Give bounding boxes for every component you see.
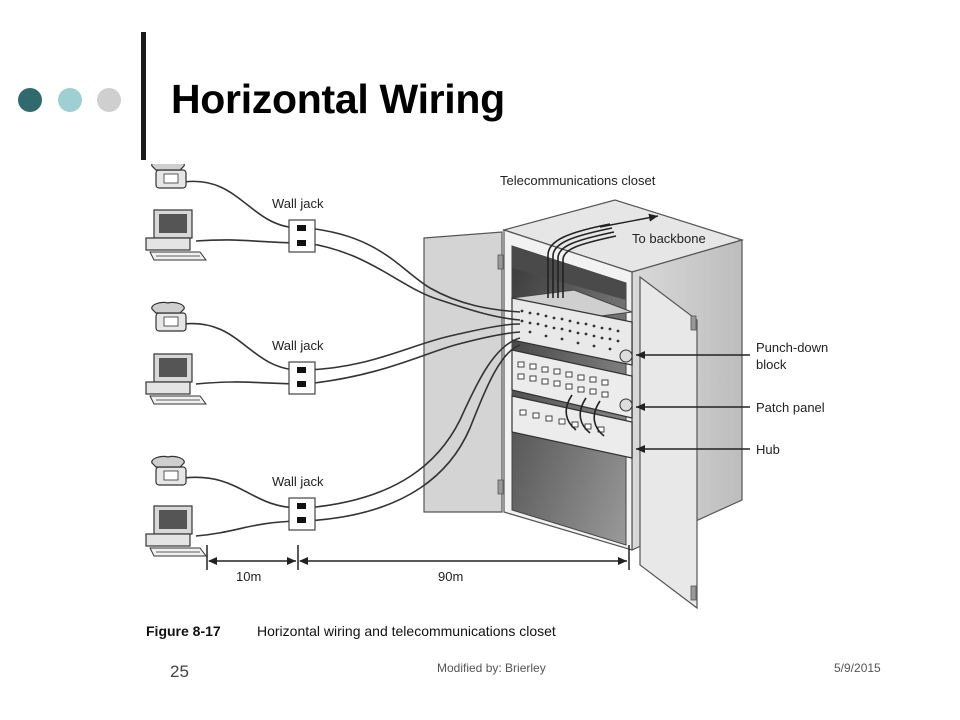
punch-down-label-line2: block: [756, 357, 787, 372]
backbone-cables: [547, 223, 617, 298]
telecom-closet-rack: [423, 199, 745, 610]
accent-dot-dark: [18, 88, 42, 112]
computer-icon: [145, 353, 207, 405]
patch-cords: [565, 394, 605, 437]
left-door-hinge: [497, 254, 504, 270]
computer-icon: [145, 505, 207, 557]
backbone-label: To backbone: [632, 231, 706, 246]
left-door-hinge: [497, 479, 504, 495]
telephone-icon: [151, 164, 187, 189]
telephone-icon: [151, 301, 187, 332]
callout-arrows: [636, 351, 750, 453]
wall-jack-1: [288, 219, 316, 253]
right-door-hinge: [690, 315, 697, 331]
figure-caption: Horizontal wiring and telecommunications…: [257, 623, 556, 639]
footer-date: 5/9/2015: [834, 661, 881, 675]
punch-down-block: [511, 297, 633, 366]
wall-jack-label: Wall jack: [272, 474, 324, 489]
patch-panel-knob: [619, 398, 633, 412]
hub-label: Hub: [756, 442, 780, 457]
horizontal-wiring-diagram: Telecommunications closet To backbone Wa…: [145, 164, 828, 639]
accent-dot-gray: [97, 88, 121, 112]
slide-number: 25: [170, 662, 189, 681]
wall-jack-2: [288, 361, 316, 395]
computer-icon: [145, 209, 207, 261]
right-door-hinge: [690, 585, 697, 601]
accent-dot-teal: [58, 88, 82, 112]
distance-markers: [206, 545, 630, 570]
wall-jack-label: Wall jack: [272, 196, 324, 211]
wall-jack-3: [288, 497, 316, 531]
punch-down-knob: [619, 349, 633, 363]
slide-title: Horizontal Wiring: [171, 76, 505, 122]
punch-down-label: Punch-down: [756, 340, 828, 355]
patch-panel-label: Patch panel: [756, 400, 825, 415]
figure-number: Figure 8-17: [146, 623, 221, 639]
distance-90m-label: 90m: [438, 569, 463, 584]
telephone-icon: [151, 455, 187, 486]
wall-jack-label: Wall jack: [272, 338, 324, 353]
horizontal-cables: [183, 180, 521, 537]
closet-label: Telecommunications closet: [500, 173, 656, 188]
punch-down-pins: [520, 309, 620, 351]
rack-left-door: [423, 231, 503, 513]
title-accent-bar: [141, 32, 146, 160]
rack-right-door: [639, 275, 698, 610]
patch-panel-ports: [517, 361, 609, 398]
distance-10m-label: 10m: [236, 569, 261, 584]
rack-interior-upper: [512, 246, 626, 300]
backbone-arrow: [599, 213, 659, 228]
footer-author: Modified by: Brierley: [437, 661, 546, 675]
